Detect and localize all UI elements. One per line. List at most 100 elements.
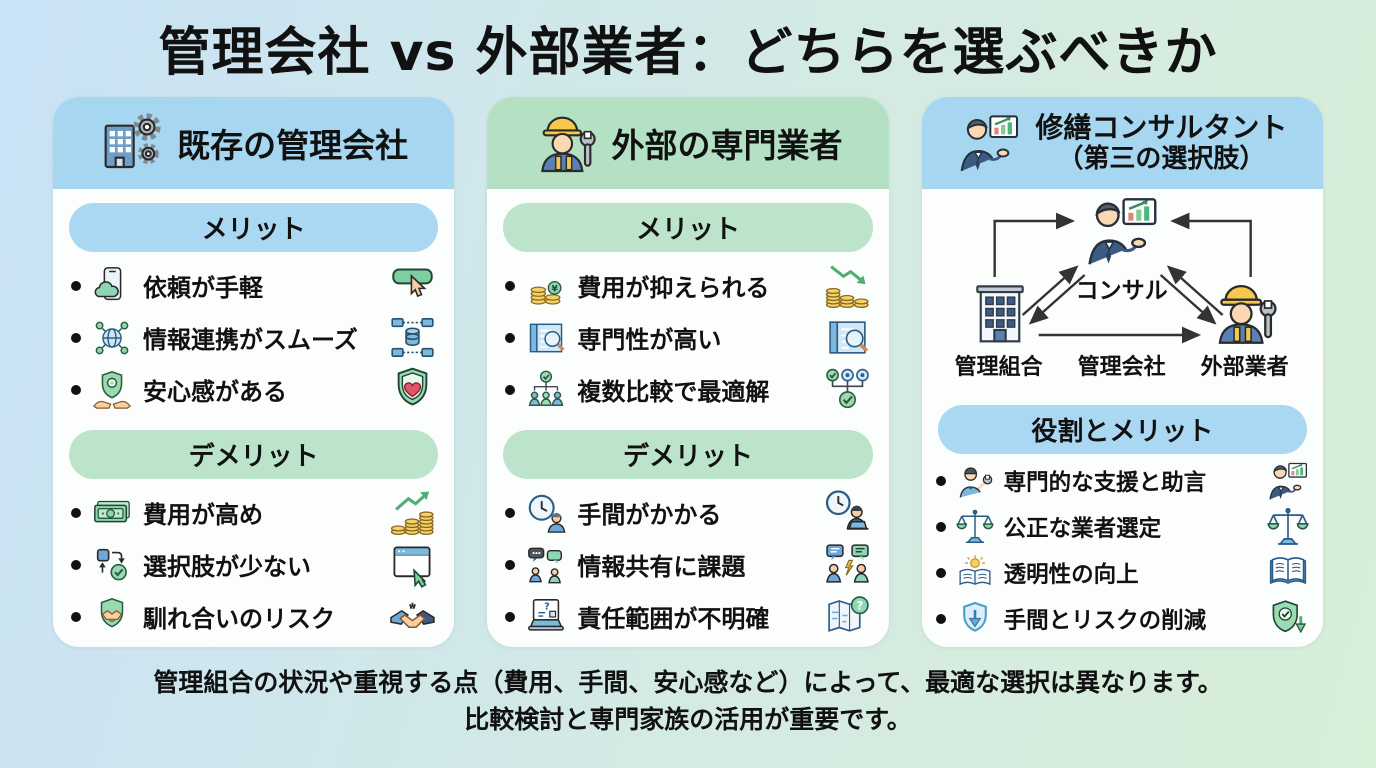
- shield-check-down-icon: [1267, 598, 1309, 640]
- list-item: 複数比較で最適解: [487, 364, 888, 416]
- column-title-line1: 修繕コンサルタント: [1035, 110, 1288, 144]
- item-label: 選択肢が少ない: [143, 553, 311, 582]
- bullet-dot: [71, 507, 81, 518]
- shield-down-icon: [956, 600, 994, 638]
- repair-consultant-header: 修繕コンサルタント （第三の選択肢）: [921, 96, 1323, 189]
- building-gears-icon: [99, 111, 163, 175]
- column-repair-consultant: 修繕コンサルタント （第三の選択肢）: [921, 96, 1323, 647]
- list-item: 情報連携がスムーズ: [53, 312, 454, 364]
- list-item: 費用が高め: [53, 487, 454, 539]
- building-icon: [966, 279, 1034, 347]
- book-sun-icon: [956, 554, 994, 592]
- diagram-consultant-label: コンサル: [1075, 277, 1168, 304]
- list-item: 馴れ合いのリスク: [53, 591, 454, 643]
- chat-conflict-icon: [824, 541, 871, 588]
- options-tree-icon: [824, 366, 871, 413]
- column-title: 外部の専門業者: [611, 125, 843, 165]
- item-label: 手間とリスクの削減: [1003, 607, 1207, 634]
- list-item: 手間とリスクの削減: [922, 596, 1323, 642]
- list-item: 専門的な支援と助言: [922, 458, 1323, 504]
- item-label: 専門的な支援と助言: [1003, 469, 1207, 496]
- comparison-columns: 既存の管理会社 メリット 依頼が手軽 情報連携がスムーズ 安心感がある デメリッ…: [0, 96, 1376, 647]
- bullet-dot: [71, 611, 81, 622]
- banknote-icon: [91, 492, 133, 534]
- svg-text:?: ?: [856, 599, 863, 613]
- svg-text:¥: ¥: [552, 284, 559, 294]
- bullet-dot: [935, 475, 946, 486]
- external-contractor-header: 外部の専門業者: [487, 96, 889, 189]
- coins-down-icon: [824, 262, 871, 309]
- diagram-arrows: [993, 212, 1252, 343]
- footer-line1: 管理組合の状況や重視する点（費用、手間、安心感など）によって、最適な選択は異なり…: [153, 667, 1223, 697]
- chat-people-icon: [525, 544, 567, 586]
- coins-up-icon: [389, 489, 436, 536]
- clock-person-icon: [525, 492, 567, 534]
- list-item: 透明性の向上: [922, 550, 1323, 596]
- bullet-dot: [505, 384, 516, 395]
- item-label: 専門性が高い: [577, 326, 722, 355]
- footer-line2: 比較検討と専門家族の活用が重要です。: [464, 705, 912, 735]
- bullet-dot: [71, 559, 81, 570]
- clock-laptop-icon: [824, 489, 871, 536]
- bullet-dot: [505, 611, 516, 622]
- list-item: 安心感がある: [53, 364, 454, 416]
- list-item: 情報共有に課題: [487, 539, 888, 591]
- bullet-dot: [505, 280, 516, 291]
- list-item: 選択肢が少ない: [53, 539, 454, 591]
- scales-icon: [1267, 506, 1309, 548]
- column-title: 既存の管理会社: [177, 125, 409, 165]
- column-title-line2: （第三の選択肢）: [1057, 143, 1266, 174]
- list-item: 手間がかかる: [487, 487, 888, 539]
- shield-heart-icon: [389, 366, 436, 413]
- browser-cursor-icon: [389, 541, 436, 589]
- svg-text:?: ?: [544, 601, 550, 612]
- bullet-dot: [71, 384, 81, 395]
- page-title: 管理会社 vs 外部業者：どちらを選ぶべきか: [158, 23, 1218, 83]
- shield-handshake-icon: [91, 596, 133, 638]
- handshake-icon: [389, 593, 436, 640]
- item-label: 依頼が手軽: [143, 274, 263, 303]
- item-label: 透明性の向上: [1003, 561, 1139, 588]
- item-label: 情報共有に課題: [577, 553, 746, 582]
- item-label: 手間がかかる: [577, 501, 722, 530]
- list-item: 公正な業者選定: [922, 504, 1323, 550]
- column-management-company: 既存の管理会社 メリット 依頼が手軽 情報連携がスムーズ 安心感がある デメリッ…: [53, 96, 455, 647]
- management-company-header: 既存の管理会社: [53, 96, 455, 189]
- laptop-question-icon: ?: [525, 596, 567, 638]
- item-label: 馴れ合いのリスク: [143, 605, 335, 634]
- scales-icon: [956, 508, 994, 546]
- item-label: 費用が抑えられる: [577, 274, 770, 303]
- team-tree-icon: [525, 369, 567, 411]
- book-icon: [1267, 552, 1309, 594]
- blueprint-magnifier-icon: [525, 317, 567, 359]
- item-label: 費用が高め: [143, 501, 263, 530]
- item-label: 責任範囲が不明確: [577, 605, 770, 634]
- list-item: 専門性が高い: [487, 312, 888, 364]
- diagram-management-label: 管理会社: [1077, 354, 1166, 380]
- roles-merits-pill: 役割とメリット: [937, 404, 1307, 454]
- list-item: ¥ 費用が抑えられる: [487, 260, 888, 312]
- list-item: ? 責任範囲が不明確 ?: [487, 591, 888, 643]
- bullet-dot: [505, 507, 516, 518]
- item-label: 情報連携がスムーズ: [143, 326, 358, 355]
- column-external-contractor: 外部の専門業者 メリット ¥ 費用が抑えられる 専門性が高い 複数比較で最適解 …: [487, 96, 889, 647]
- engineer-wrench-icon: [956, 462, 994, 500]
- bullet-dot: [505, 559, 516, 570]
- demerit-pill: デメリット: [503, 429, 873, 479]
- consultant-chart-icon: [1267, 460, 1309, 502]
- bullet-dot: [71, 332, 81, 343]
- worker-wrench-icon: [533, 111, 597, 175]
- demerit-pill: デメリット: [69, 429, 439, 479]
- blueprint-magnifier-icon: [824, 314, 871, 361]
- swap-check-icon: [91, 544, 133, 586]
- relationship-diagram: コンサル 管理組合 管理会社 外部業者: [938, 191, 1307, 399]
- bullet-dot: [935, 613, 946, 624]
- diagram-association-label: 管理組合: [954, 354, 1043, 380]
- bullet-dot: [71, 280, 81, 291]
- coins-icon: ¥: [525, 265, 567, 307]
- list-item: 依頼が手軽: [53, 260, 454, 312]
- worker-wrench-icon: [1210, 279, 1278, 347]
- map-question-icon: ?: [824, 593, 871, 640]
- item-label: 複数比較で最適解: [577, 378, 770, 407]
- button-click-icon: [389, 262, 436, 309]
